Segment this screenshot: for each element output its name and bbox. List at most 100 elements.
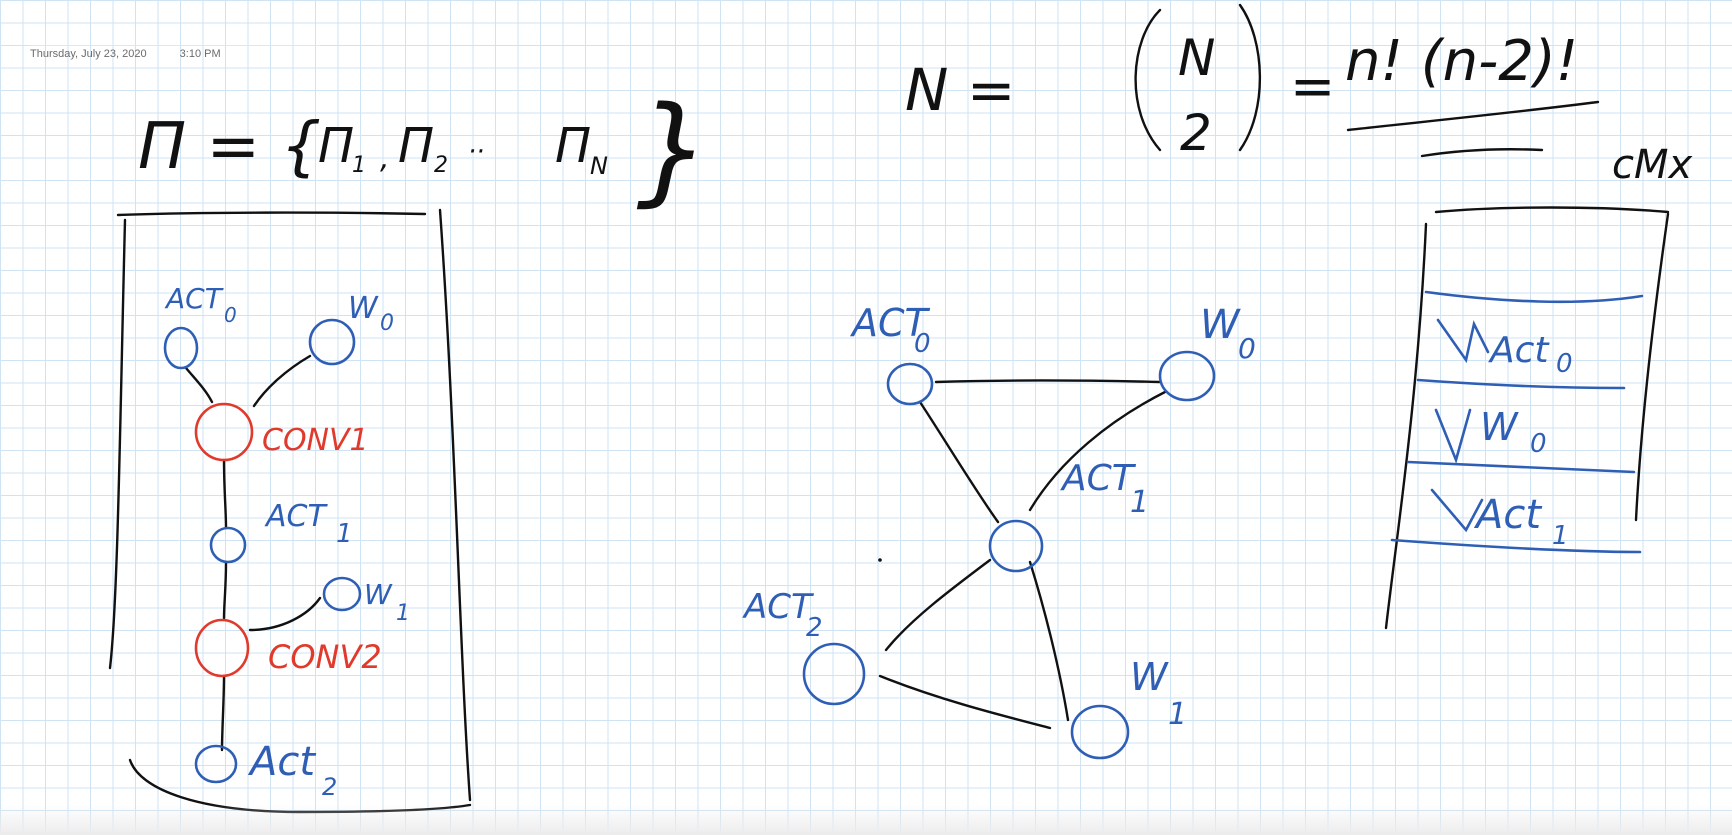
node-act2 [194, 744, 238, 784]
edge-w1-conv2 [248, 596, 322, 632]
stack-left [1384, 222, 1428, 630]
mid-label-w0-sub: 0 [1238, 332, 1256, 365]
stack-item-w0: W [1480, 405, 1519, 449]
stack-item-act1: Act [1473, 492, 1542, 538]
stray-dot [878, 558, 882, 562]
set-comma: , [380, 141, 390, 176]
set-pi1: Π [318, 118, 354, 174]
mid-label-w0: W [1200, 302, 1241, 348]
node-act0 [163, 326, 199, 370]
edge-act1-act2 [884, 558, 992, 652]
stack-divider-2 [1416, 378, 1626, 390]
page-header: Thursday, July 23, 2020 3:10 PM [30, 45, 320, 60]
mid-label-act1: ACT [1060, 458, 1137, 499]
right-stack: Act 0 W 0 Act 1 [1384, 206, 1670, 630]
mid-label-w1: W [1130, 655, 1169, 699]
node-w1 [322, 576, 362, 612]
label-act0-sub: 0 [224, 303, 237, 327]
label-w1: W [364, 578, 393, 611]
edge-act0-conv1 [184, 366, 214, 404]
n-equals: N = [905, 56, 1015, 124]
mid-graph-nodes [802, 350, 1216, 760]
set-dots: ·· [468, 137, 485, 167]
mid-node-w0 [1158, 350, 1216, 402]
stack-item-act0-sub: 0 [1556, 349, 1573, 379]
mid-label-act0-sub: 0 [914, 329, 931, 359]
set-piN-sub: N [590, 152, 608, 180]
binom-equals: = [1290, 55, 1335, 118]
set-pi1-sub: 1 [352, 153, 366, 178]
mid-node-w1 [1070, 704, 1130, 760]
stack-right [1634, 212, 1670, 522]
set-pi2: Π [398, 118, 434, 174]
set-piN: Π [555, 118, 591, 174]
mid-node-act1 [988, 519, 1044, 573]
mid-node-act0 [886, 362, 934, 406]
mid-graph-labels: ACT 0 W 0 ACT 1 ACT 2 W 1 [742, 301, 1256, 732]
left-box [108, 208, 472, 814]
label-conv1: CONV1 [262, 423, 369, 458]
label-act2-sub: 2 [322, 773, 337, 801]
left-graph-edges [184, 354, 322, 752]
mid-label-act1-sub: 1 [1130, 485, 1149, 520]
fraction-bar [1346, 100, 1600, 132]
header-time: 3:10 PM [179, 48, 221, 60]
edge-conv2-act2 [220, 674, 226, 752]
stack-divider-4 [1390, 538, 1642, 554]
stack-divider-3 [1406, 460, 1636, 474]
label-w1-sub: 1 [396, 601, 410, 626]
node-w0 [308, 318, 356, 366]
label-w0: W [348, 291, 379, 326]
mid-label-w1-sub: 1 [1168, 697, 1187, 732]
binom-top: N [1178, 29, 1215, 87]
stack-item-w0-sub: 0 [1530, 429, 1547, 459]
mid-label-act2: ACT [742, 587, 814, 627]
stack-scribble-1 [1436, 318, 1490, 364]
stack-item-act0: Act [1488, 330, 1550, 371]
bottom-fade [0, 805, 1732, 835]
mid-graph-edges [878, 379, 1167, 730]
left-box-left [108, 218, 127, 670]
mid-label-act2-sub: 2 [806, 613, 823, 643]
label-act2: Act [247, 739, 316, 785]
left-graph-labels: ACT 0 W 0 CONV1 ACT 1 W 1 CONV2 Act 2 [164, 282, 410, 801]
stack-scribble-3 [1430, 488, 1484, 533]
edge-act0-act1 [918, 400, 1000, 524]
stack-scribble-2 [1434, 408, 1472, 465]
label-act1: ACT [264, 499, 328, 534]
stack-item-act1-sub: 1 [1552, 521, 1569, 551]
edge-conv1-act1 [222, 458, 228, 530]
mid-node-act2 [802, 642, 866, 706]
edge-act0-w0 [934, 379, 1162, 384]
corner-label: cMx [1612, 142, 1693, 188]
mid-label-act0: ACT [849, 301, 931, 345]
edge-act1-conv2 [222, 560, 228, 620]
stack-divider-1 [1424, 290, 1644, 304]
node-conv2 [194, 618, 250, 678]
edge-act2-w1 [878, 674, 1052, 730]
label-act0: ACT [164, 282, 224, 315]
edge-w0-conv1 [252, 354, 312, 408]
binom-bottom: 2 [1180, 104, 1212, 162]
set-pi: Π = { [138, 110, 321, 184]
label-w0-sub: 0 [380, 311, 394, 336]
fraction-underline [1420, 148, 1544, 158]
fraction-numerator: n! (n-2)! [1345, 29, 1578, 94]
binom-left-paren [1134, 8, 1162, 152]
left-box-right [438, 208, 472, 802]
edge-w0-act1 [1028, 390, 1167, 512]
set-pi2-sub: 2 [434, 153, 448, 178]
left-graph-nodes [163, 318, 362, 784]
header-date: Thursday, July 23, 2020 [30, 48, 147, 60]
label-act1-sub: 1 [336, 519, 353, 549]
stack-top [1434, 206, 1670, 214]
node-act1 [209, 526, 247, 564]
left-box-top [116, 211, 427, 217]
binomial-formula: N = N 2 = n! (n-2)! cMx [905, 3, 1693, 188]
binom-right-paren [1238, 3, 1262, 152]
edge-act1-w1 [1028, 560, 1070, 722]
set-close-brace: } [636, 80, 711, 218]
label-conv2: CONV2 [268, 638, 382, 676]
